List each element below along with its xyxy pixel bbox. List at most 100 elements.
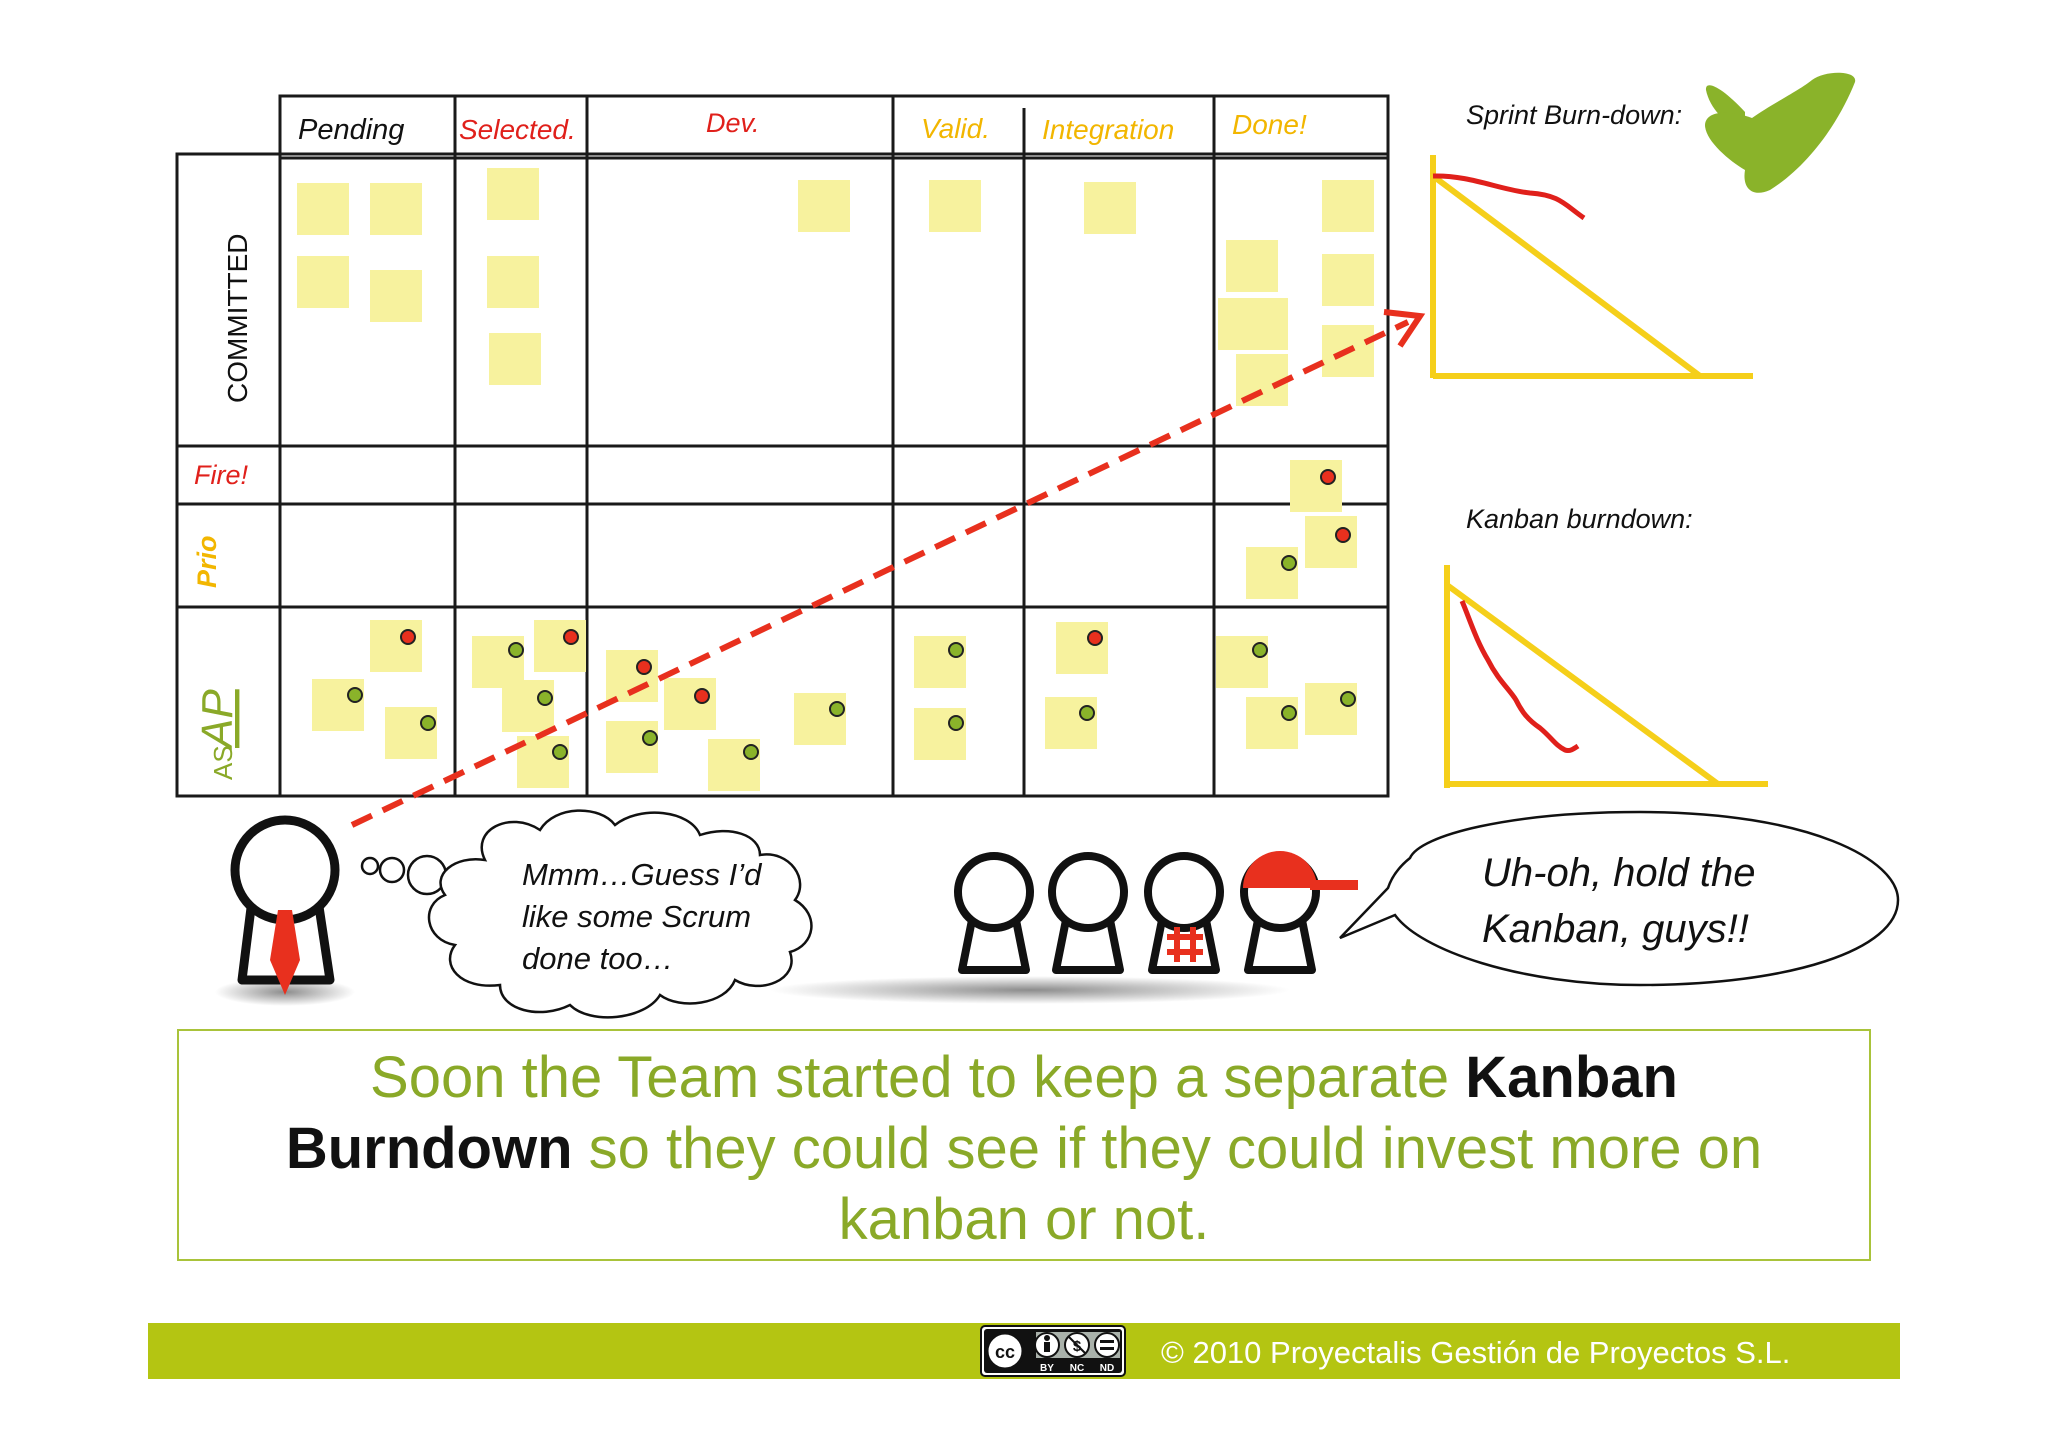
green-dot: [1079, 705, 1095, 721]
green-dot: [1281, 555, 1297, 571]
cc-license-badge[interactable]: cc $ BY NC ND: [980, 1325, 1126, 1377]
green-dot: [537, 690, 553, 706]
sticky-note: [1246, 697, 1298, 749]
sticky-note: [1236, 298, 1288, 350]
sticky-note: [487, 168, 539, 220]
cap-icon: [1243, 851, 1317, 888]
red-dot: [1087, 630, 1103, 646]
thought-text-line2: like some Scrum: [522, 899, 751, 934]
column-label-valid: Valid.: [921, 113, 990, 144]
manager-figure: [215, 815, 355, 1006]
sticky-note: [297, 256, 349, 308]
sticky-note: [312, 679, 364, 731]
nc-label: NC: [1070, 1363, 1084, 1374]
sticky-note: [502, 680, 554, 732]
column-label-done: Done!: [1232, 109, 1307, 140]
team-member: [1240, 851, 1358, 974]
red-dot: [1320, 469, 1336, 485]
row-headers: COMMITTED Fire! Prio AS AP: [192, 233, 253, 780]
green-dot: [508, 642, 524, 658]
dashed-arrow: [350, 309, 1426, 828]
green-dot: [948, 715, 964, 731]
row-label-asap-big: AP: [193, 689, 242, 751]
sprint-burndown-title: Sprint Burn-down:: [1466, 100, 1682, 130]
green-dot: [829, 701, 845, 717]
speech-text-line2: Kanban, guys!!: [1482, 907, 1749, 951]
sticky-note: [1305, 516, 1357, 568]
speech-bubble: Uh-oh, hold the Kanban, guys!!: [1339, 810, 1900, 987]
red-dot: [400, 629, 416, 645]
sticky-note: [534, 620, 586, 672]
caption-line3: kanban or not.: [839, 1187, 1210, 1252]
priority-dots: [347, 469, 1356, 760]
column-label-dev: Dev.: [706, 108, 760, 138]
sticky-note: [794, 693, 846, 745]
sprint-burndown-chart: Sprint Burn-down:: [1430, 100, 1753, 379]
red-dot: [636, 659, 652, 675]
sticky-note: [370, 270, 422, 322]
kanban-burndown-chart: Kanban burndown:: [1444, 504, 1768, 788]
row-label-committed: COMMITTED: [222, 233, 253, 403]
kanban-burndown-title: Kanban burndown:: [1466, 504, 1693, 534]
green-dot: [642, 730, 658, 746]
green-dot: [1252, 642, 1268, 658]
sticky-note: [1322, 180, 1374, 232]
sticky-note: [1305, 683, 1357, 735]
sticky-note: [297, 183, 349, 235]
sticky-note: [1045, 697, 1097, 749]
hash-icon: [1167, 927, 1203, 962]
thought-text-line1: Mmm…Guess I’d: [522, 857, 763, 892]
column-label-selected: Selected.: [459, 114, 576, 145]
green-dot: [552, 744, 568, 760]
team-member: [954, 852, 1034, 974]
sticky-note: [606, 721, 658, 773]
kanban-board: [175, 94, 1390, 798]
copyright-text: © 2010 Proyectalis Gestión de Proyectos …: [1161, 1335, 1790, 1370]
sticky-note: [1226, 240, 1278, 292]
caption-bold-burndown: Burndown: [286, 1116, 573, 1181]
footer-bar: cc $ BY NC ND © 2010 Proyectalis Gestión…: [148, 1323, 1900, 1379]
green-dot: [743, 744, 759, 760]
caption-bold-kanban: Kanban: [1465, 1045, 1678, 1110]
sticky-notes: [297, 168, 1374, 791]
sticky-note: [664, 678, 716, 730]
column-label-integration: Integration: [1042, 114, 1174, 145]
sticky-note: [1084, 182, 1136, 234]
red-dot: [1335, 527, 1351, 543]
tie-icon: [270, 910, 300, 995]
sticky-note: [385, 707, 437, 759]
sticky-note: [798, 180, 850, 232]
thought-text-line3: done too…: [522, 941, 674, 976]
sticky-note: [489, 333, 541, 385]
sticky-note: [1246, 547, 1298, 599]
green-dot: [948, 642, 964, 658]
caption-line2: Burndown so they could see if they could…: [286, 1116, 1762, 1181]
row-label-asap-small: AS: [208, 745, 238, 780]
thought-bubble: Mmm…Guess I’d like some Scrum done too…: [360, 809, 813, 1019]
team-member: [1048, 852, 1128, 974]
sticky-note: [1322, 254, 1374, 306]
caption-part1: Soon the Team started to keep a separate: [370, 1045, 1465, 1110]
green-dot: [420, 715, 436, 731]
butterfly-logo: [1705, 72, 1856, 193]
sticky-note: [929, 180, 981, 232]
speech-text-line1: Uh-oh, hold the: [1482, 851, 1756, 895]
green-dot: [347, 687, 363, 703]
green-dot: [1340, 691, 1356, 707]
sticky-note: [370, 183, 422, 235]
board-header: [278, 94, 1390, 160]
caption-box: Soon the Team started to keep a separate…: [177, 1029, 1871, 1261]
column-label-pending: Pending: [298, 114, 404, 146]
nd-icon: [1094, 1332, 1120, 1358]
row-label-prio: Prio: [192, 535, 222, 588]
red-dot: [694, 688, 710, 704]
row-label-asap: AS AP: [193, 689, 242, 780]
row-label-fire: Fire!: [194, 460, 248, 490]
team-figures: [770, 851, 1358, 1004]
sticky-note: [487, 256, 539, 308]
by-label: BY: [1040, 1363, 1054, 1374]
board-body: [175, 152, 1390, 798]
cc-icon: [985, 1331, 1025, 1371]
red-dot: [563, 629, 579, 645]
